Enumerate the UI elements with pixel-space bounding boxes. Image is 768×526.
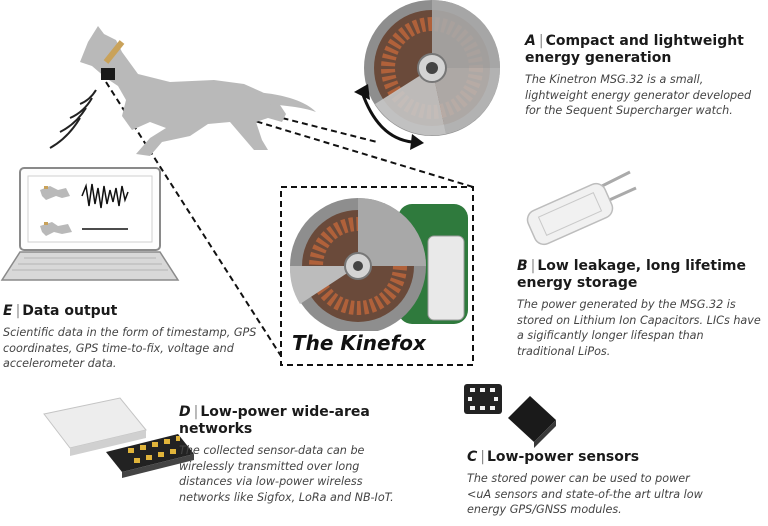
signal-waves-icon [49, 89, 97, 149]
connector-to-generator-line [107, 73, 378, 143]
section-d-letter: D [179, 404, 191, 420]
section-c: C|Low-power sensors The stored power can… [467, 449, 707, 518]
section-d-title: Low-power wide-area networks [179, 404, 370, 437]
section-b-letter: B [517, 258, 528, 274]
section-c-title: Low-power sensors [487, 449, 640, 465]
section-e-description: Scientific data in the form of timestamp… [3, 326, 257, 371]
section-e-separator: | [15, 303, 21, 319]
section-c-letter: C [467, 449, 478, 465]
section-b-heading: B|Low leakage, long lifetime energy stor… [517, 258, 763, 292]
section-a-description: The Kinetron MSG.32 is a small, lightwei… [525, 73, 752, 118]
section-b-title: Low leakage, long lifetime energy storag… [517, 258, 746, 291]
section-c-heading: C|Low-power sensors [467, 449, 707, 466]
section-a-heading: A|Compact and lightweight energy generat… [525, 33, 765, 67]
section-b-description: The power generated by the MSG.32 is sto… [517, 298, 761, 358]
section-d-separator: | [193, 404, 199, 420]
laptop-icon [0, 167, 180, 281]
section-a-letter: A [525, 33, 536, 49]
section-d: D|Low-power wide-area networks The colle… [179, 404, 411, 505]
dog-silhouette-icon [80, 26, 316, 156]
section-a-title: Compact and lightweight energy generatio… [525, 33, 744, 66]
section-b-separator: | [530, 258, 536, 274]
section-e-letter: E [3, 303, 13, 319]
rotation-arrow-icon [360, 91, 413, 144]
section-d-description: The collected sensor-data can be wireles… [179, 444, 394, 504]
sensor-chip-icon [464, 384, 556, 448]
section-a: A|Compact and lightweight energy generat… [525, 33, 765, 119]
section-e-title: Data output [22, 303, 118, 319]
rotation-arrowhead-icon [354, 84, 370, 100]
collar [103, 40, 125, 64]
section-b: B|Low leakage, long lifetime energy stor… [517, 258, 763, 359]
kinefox-box [280, 186, 474, 366]
section-c-description: The stored power can be used to power <u… [467, 472, 703, 517]
kinefox-device-icon [289, 198, 468, 334]
kinefox-tag-icon [101, 68, 115, 80]
section-e: E|Data output Scientific data in the for… [3, 303, 263, 372]
section-c-separator: | [480, 449, 485, 465]
capacitor-icon [526, 170, 637, 246]
section-e-heading: E|Data output [3, 303, 263, 320]
lpwan-module-icon [43, 397, 194, 478]
generator-icon [364, 0, 500, 136]
section-d-heading: D|Low-power wide-area networks [179, 404, 411, 438]
kinefox-label: The Kinefox [289, 331, 429, 355]
rotation-arrowhead-icon [410, 134, 424, 150]
section-a-separator: | [538, 33, 544, 49]
